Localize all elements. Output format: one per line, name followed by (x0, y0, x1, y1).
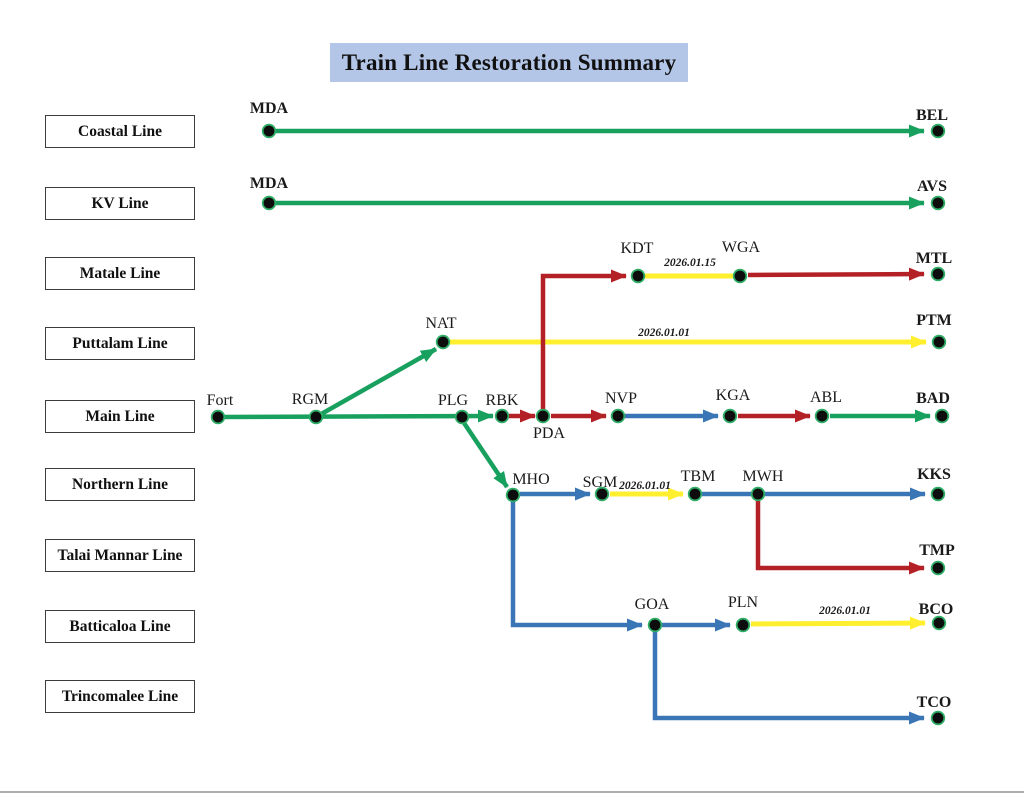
station-dot-tco (930, 710, 946, 726)
station-dot-ptm (931, 334, 947, 350)
line-box-label: Coastal Line (78, 122, 162, 140)
line-box-label: KV Line (91, 194, 149, 212)
page-title: Train Line Restoration Summary (330, 43, 688, 82)
station-dot-plg (454, 409, 470, 425)
edge-mwh-to-tmp (755, 500, 925, 575)
station-label-rbk: RBK (486, 392, 519, 409)
station-label-kga: KGA (716, 387, 751, 404)
station-label-mtl: MTL (916, 250, 952, 267)
station-label-mda-kv: MDA (250, 175, 289, 192)
station-dot-kga (722, 408, 738, 424)
station-dot-kdt (630, 268, 646, 284)
line-box-puttalam-line: Puttalam Line (45, 327, 195, 360)
station-dot-abl (814, 408, 830, 424)
station-dot-kks (930, 486, 946, 502)
line-box-batticaloa-line: Batticaloa Line (45, 610, 195, 643)
line-box-trincomalee-line: Trincomalee Line (45, 680, 195, 713)
line-box-label: Trincomalee Line (61, 687, 179, 705)
station-label-nat: NAT (425, 315, 456, 332)
station-label-rgm: RGM (292, 391, 328, 408)
station-dot-bel (930, 123, 946, 139)
restoration-date-label: 2026.01.01 (618, 480, 671, 492)
station-label-goa: GOA (635, 596, 670, 613)
station-label-nvp: NVP (605, 390, 637, 407)
station-label-bel: BEL (916, 107, 948, 124)
edge-rgm-to-nat (314, 347, 438, 419)
page-bottom-edge (0, 791, 1024, 793)
station-dot-mda-kv (261, 195, 277, 211)
station-dot-pda (535, 408, 551, 424)
station-label-plg: PLG (438, 392, 469, 409)
station-label-abl: ABL (810, 389, 842, 406)
station-label-avs: AVS (917, 178, 947, 195)
line-box-matale-line: Matale Line (45, 257, 195, 290)
line-box-talai-mannar-line: Talai Mannar Line (45, 539, 195, 572)
line-box-label: Batticaloa Line (69, 617, 171, 635)
station-dot-tmp (930, 560, 946, 576)
edge-pln-to-bco (750, 616, 926, 630)
station-dot-fort (210, 409, 226, 425)
line-box-label: Talai Mannar Line (57, 546, 183, 564)
station-label-bco: BCO (919, 601, 954, 618)
line-box-northern-line: Northern Line (45, 468, 195, 501)
line-box-kv-line: KV Line (45, 187, 195, 220)
edge-fort-to-rbk (217, 409, 494, 423)
station-dot-nvp (610, 408, 626, 424)
station-label-mda-coastal: MDA (250, 100, 289, 117)
station-dot-rbk (494, 408, 510, 424)
station-label-kdt: KDT (621, 240, 654, 257)
edge-wga-to-mtl (747, 267, 925, 281)
station-dot-bco (931, 615, 947, 631)
line-box-coastal-line: Coastal Line (45, 115, 195, 148)
station-dot-mda-coastal (261, 123, 277, 139)
station-dot-bad (934, 408, 950, 424)
station-dot-avs (930, 195, 946, 211)
station-dot-rgm (308, 409, 324, 425)
line-box-label: Puttalam Line (72, 334, 168, 352)
station-dot-mtl (930, 266, 946, 282)
station-label-sgm: SGM (583, 474, 618, 491)
station-dot-goa (647, 617, 663, 633)
line-box-label: Northern Line (71, 475, 168, 493)
station-dot-nat (435, 334, 451, 350)
edge-mho-to-goa (510, 501, 643, 632)
station-dot-mwh (750, 486, 766, 502)
edge-plg-to-mho (462, 421, 509, 489)
station-dot-wga (732, 268, 748, 284)
edge-goa-to-tco (652, 631, 925, 725)
restoration-date-label: 2026.01.01 (818, 605, 871, 617)
line-box-label: Matale Line (79, 264, 161, 282)
station-label-tmp: TMP (919, 542, 955, 559)
station-label-pln: PLN (728, 594, 759, 611)
station-dot-mho (505, 487, 521, 503)
station-dot-tbm (687, 486, 703, 502)
station-label-kks: KKS (917, 466, 951, 483)
station-label-bad: BAD (916, 390, 950, 407)
station-label-fort: Fort (207, 392, 234, 409)
station-label-mho: MHO (512, 471, 549, 488)
edge-pda-to-kdt (540, 269, 627, 409)
station-label-wga: WGA (722, 239, 761, 256)
station-label-tco: TCO (917, 694, 952, 711)
restoration-date-label: 2026.01.01 (637, 327, 690, 339)
station-dot-sgm (594, 486, 610, 502)
line-box-main-line: Main Line (45, 400, 195, 433)
station-label-mwh: MWH (743, 468, 784, 485)
station-label-tbm: TBM (681, 468, 716, 485)
station-dot-pln (735, 617, 751, 633)
station-label-pda: PDA (533, 425, 565, 442)
restoration-date-label: 2026.01.15 (663, 257, 716, 269)
line-box-label: Main Line (85, 407, 155, 425)
station-label-ptm: PTM (916, 312, 952, 329)
